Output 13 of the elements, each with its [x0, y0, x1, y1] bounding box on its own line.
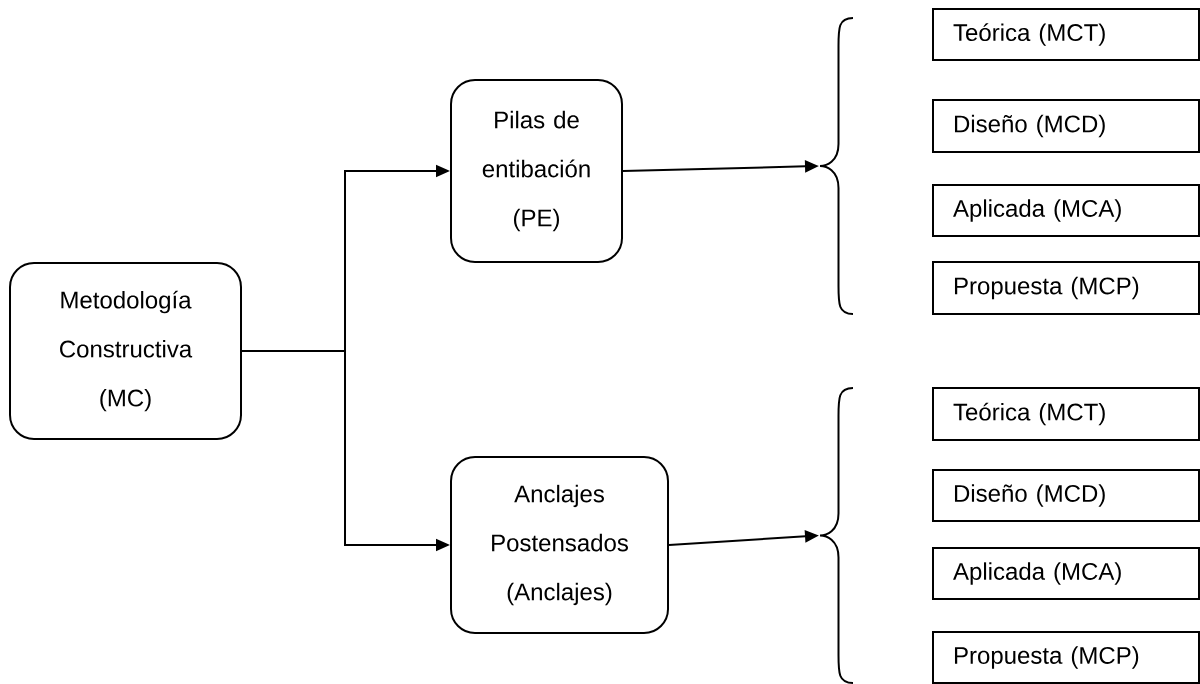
curly-brace [819, 387, 854, 684]
rounded-box: Pilas de entibación (PE) [450, 79, 623, 263]
rounded-box: Metodología Constructiva (MC) [9, 262, 242, 440]
label-box: Diseño (MCD) [932, 99, 1200, 153]
label-box: Aplicada (MCA) [932, 547, 1200, 600]
curly-brace [819, 17, 854, 315]
label-box: Aplicada (MCA) [932, 184, 1200, 237]
rounded-box: Anclajes Postensados (Anclajes) [450, 456, 669, 634]
label-box: Propuesta (MCP) [932, 631, 1200, 684]
label-box: Diseño (MCD) [932, 469, 1200, 522]
label-box: Teórica (MCT) [932, 387, 1200, 441]
label-box: Propuesta (MCP) [932, 261, 1200, 315]
label-box: Teórica (MCT) [932, 8, 1200, 61]
